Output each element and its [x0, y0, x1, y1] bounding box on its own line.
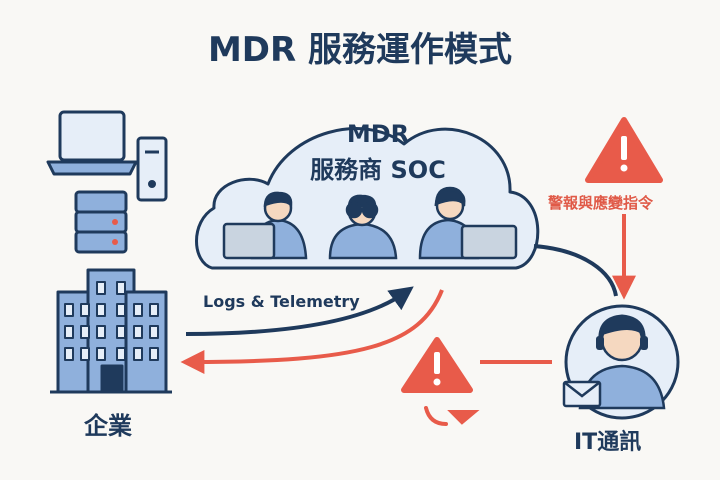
arrow-logs	[185, 286, 414, 336]
soc-analyst-laptop	[222, 191, 308, 260]
soc-label-line2: 服務商 SOC	[310, 156, 446, 184]
headset-agent-icon	[564, 304, 680, 420]
envelope-icon	[562, 380, 602, 408]
warning-icon	[401, 337, 473, 393]
arrow-alert	[533, 244, 618, 297]
soc-analyst-binoculars	[328, 194, 398, 260]
laptop-icon	[46, 110, 138, 176]
page-title: MDR 服務運作模式	[207, 30, 513, 70]
desktop-tower-icon	[136, 136, 168, 202]
office-building-icon	[50, 268, 172, 394]
server-icon	[74, 190, 128, 254]
arrow-response	[180, 289, 444, 374]
logs-telemetry-label: Logs & Telemetry	[203, 292, 360, 311]
hand-icon	[424, 406, 480, 426]
it-communication-label: IT通訊	[574, 430, 642, 455]
soc-analyst-headset	[418, 186, 518, 260]
warning-icon	[585, 117, 663, 183]
alert-response-label: 警報與應變指令	[548, 194, 654, 212]
soc-label-line1: MDR	[346, 120, 410, 148]
enterprise-label: 企業	[84, 412, 132, 440]
